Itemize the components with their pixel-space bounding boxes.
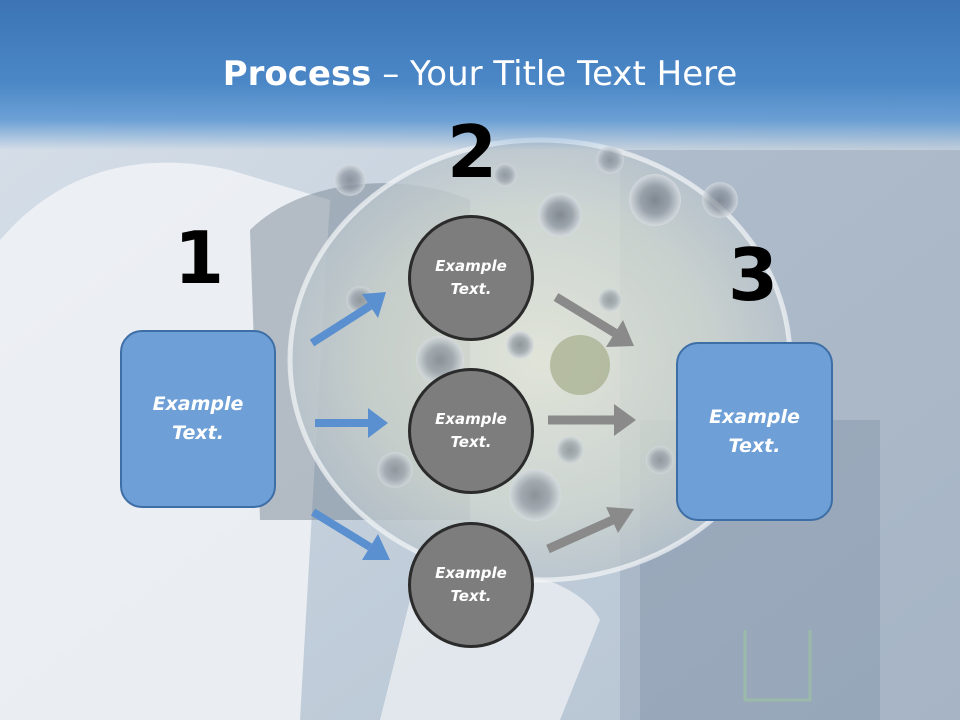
step-3-box: Example Text. (676, 342, 833, 521)
gray-arrow-right (548, 404, 636, 436)
step-2-circle-1: Example Text. (408, 215, 534, 341)
step-number-3: 3 (727, 233, 779, 317)
blue-arrow-right (315, 408, 388, 438)
step-2-circle-3-text: Example Text. (435, 564, 507, 605)
title-bar (0, 0, 960, 150)
step-number-2: 2 (446, 110, 498, 194)
blue-arrow-down (310, 508, 390, 560)
blue-arrow-up (309, 292, 386, 347)
step-number-1: 1 (173, 216, 225, 300)
step-2-circle-2-text: Example Text. (435, 410, 507, 451)
step-2-circle-3: Example Text. (408, 522, 534, 648)
title-rest: – Your Title Text Here (371, 54, 738, 94)
step-1-text: Example Text. (152, 393, 244, 444)
title-bold-word: Process (222, 54, 372, 94)
slide-title: Process – Your Title Text Here (0, 52, 960, 96)
step-2-circle-2: Example Text. (408, 368, 534, 494)
step-2-circle-1-text: Example Text. (435, 257, 507, 298)
step-3-text: Example Text. (709, 405, 800, 457)
gray-arrow-up (546, 507, 634, 554)
step-1-box: Example Text. (120, 330, 276, 508)
gray-arrow-down (553, 293, 634, 347)
